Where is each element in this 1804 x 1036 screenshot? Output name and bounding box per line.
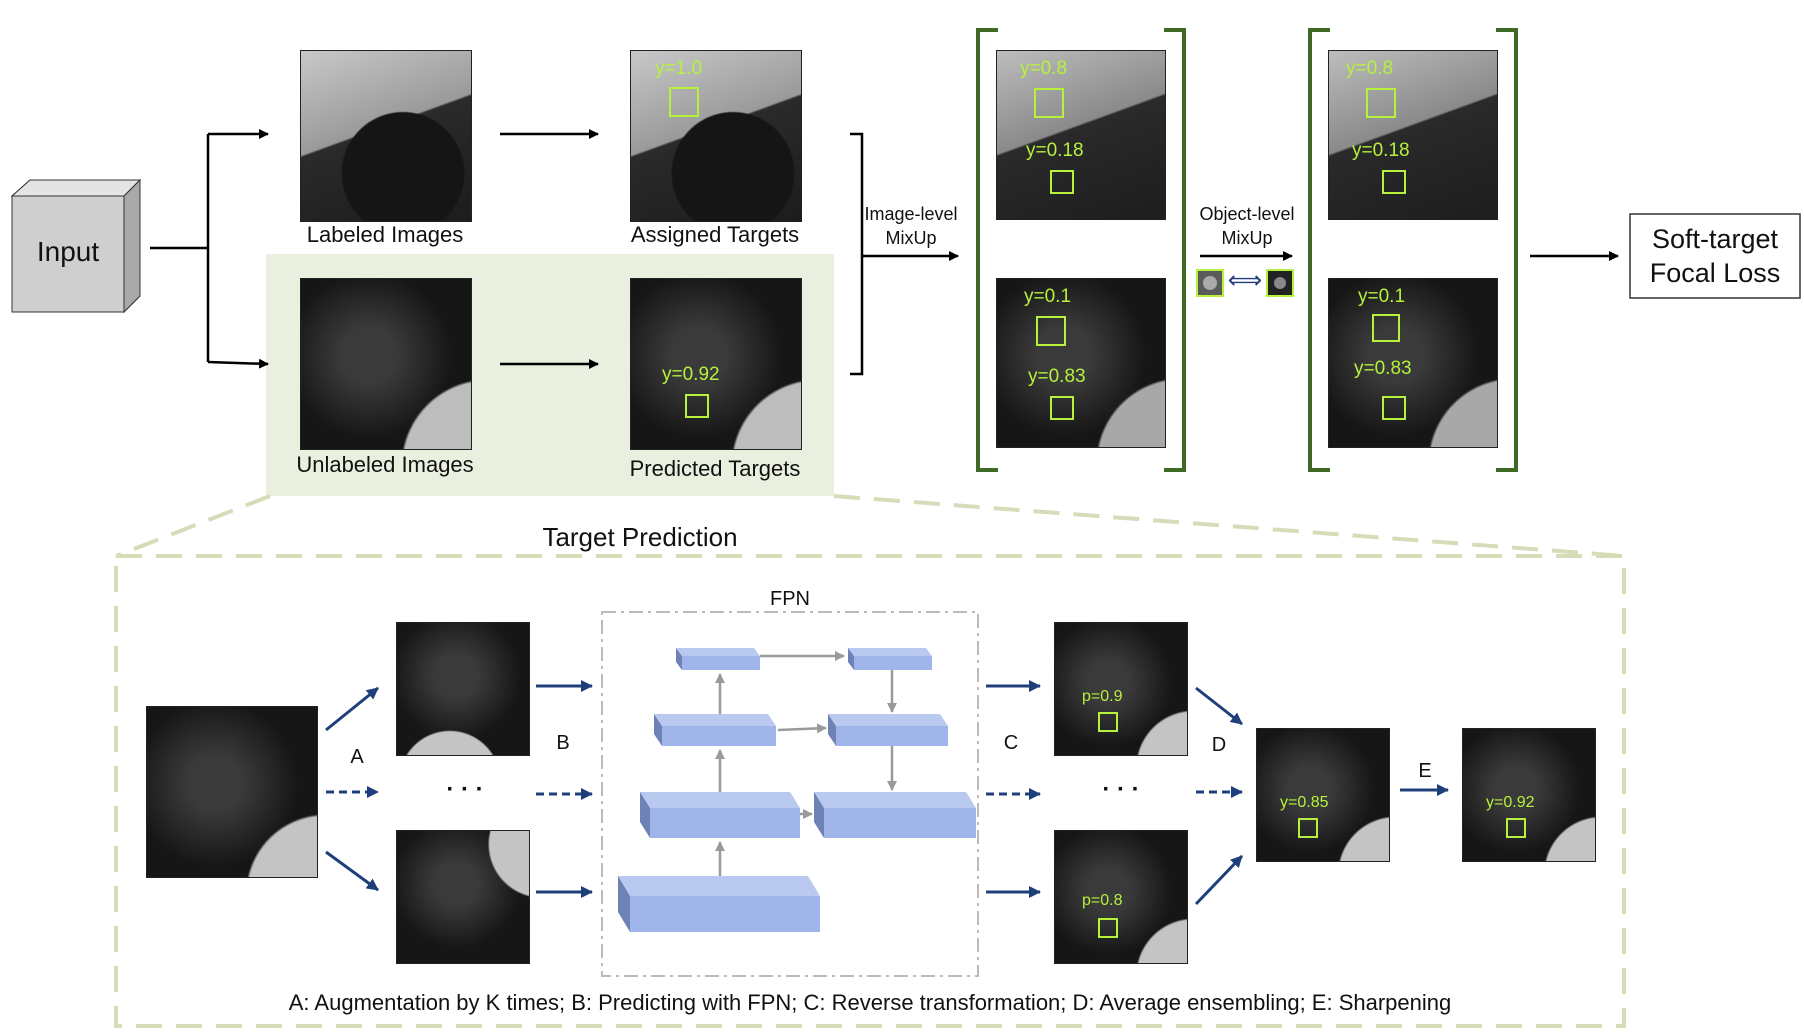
mixup1-image-bottom — [996, 278, 1166, 448]
mixup-bracket-1 — [976, 28, 1186, 472]
averaged-label: y=0.85 — [1280, 794, 1329, 811]
step-d-label: D — [1211, 734, 1227, 756]
mixup1-bottom-label-b: y=0.83 — [1028, 366, 1086, 387]
assigned-target-image — [630, 50, 802, 222]
image-level-mixup-label: Image-level MixUp — [852, 202, 970, 250]
object-level-mixup-line1: Object-level — [1199, 204, 1295, 224]
ellipsis-reverse: · · · — [1102, 776, 1140, 803]
fpn-blocks — [618, 648, 976, 932]
labeled-images-label: Labeled Images — [306, 222, 464, 247]
loss-label: Soft-target Focal Loss — [1630, 222, 1800, 290]
reverse-image-bottom — [1054, 830, 1188, 964]
target-prediction-title: Target Prediction — [542, 522, 738, 552]
assigned-targets-label: Assigned Targets — [630, 222, 800, 247]
unlabeled-image — [300, 278, 472, 450]
image-level-mixup-line1: Image-level — [864, 204, 958, 224]
object-level-mixup-line2: MixUp — [1221, 228, 1273, 248]
fpn-block-bottom — [618, 876, 820, 932]
mixup2-image-top — [1328, 50, 1498, 220]
unlabeled-images-label: Unlabeled Images — [296, 452, 474, 477]
sharpened-label: y=0.92 — [1486, 794, 1535, 811]
fpn-block-mid-right — [828, 714, 948, 746]
predicted-target-label: y=0.92 — [662, 364, 720, 385]
mixup1-bottom-label-a: y=0.1 — [1024, 286, 1072, 307]
reverse-bottom-label: p=0.8 — [1082, 892, 1123, 909]
step-b-label: B — [556, 732, 570, 754]
augmented-image-top — [396, 622, 530, 756]
object-level-mixup-label: Object-level MixUp — [1188, 202, 1306, 250]
fpn-block-low-left — [640, 792, 800, 838]
mixup1-bottom-box-b — [1050, 396, 1074, 420]
fpn-label: FPN — [770, 588, 810, 610]
mixup2-bottom-label-b: y=0.83 — [1354, 358, 1412, 379]
swap-symbol: ⟺ — [1227, 267, 1263, 294]
mixup1-top-label-b: y=0.18 — [1026, 140, 1084, 161]
mixup2-bottom-box-a — [1372, 314, 1400, 342]
loss-box — [1629, 213, 1801, 299]
fpn-block-top-right — [848, 648, 932, 670]
mixup1-top-box-b — [1050, 170, 1074, 194]
fpn-block-mid-left — [654, 714, 776, 746]
image-level-mixup-line2: MixUp — [885, 228, 937, 248]
fpn-block-low-right — [814, 792, 976, 838]
loss-line2: Focal Loss — [1649, 258, 1781, 288]
augmented-image-bottom — [396, 830, 530, 964]
input-cube — [10, 178, 142, 314]
mixup1-image-top — [996, 50, 1166, 220]
sharpened-image — [1462, 728, 1596, 862]
input-label: Input — [36, 236, 100, 267]
assigned-target-label: y=1.0 — [655, 58, 703, 79]
mixup2-top-box-a — [1366, 88, 1396, 118]
mixup2-image-bottom — [1328, 278, 1498, 448]
predicted-target-box — [685, 394, 709, 418]
mixup1-bottom-box-a — [1036, 316, 1066, 346]
assigned-target-box — [669, 87, 699, 117]
ellipsis-augmented: · · · — [446, 776, 484, 803]
input-branch-arrows — [150, 129, 269, 369]
reverse-top-box — [1098, 712, 1118, 732]
predicted-targets-label: Predicted Targets — [629, 456, 801, 481]
step-c-label: C — [1003, 732, 1019, 754]
mixup2-bottom-label-a: y=0.1 — [1358, 286, 1406, 307]
fpn-arrows — [715, 651, 897, 876]
predicted-target-image — [630, 278, 802, 450]
reverse-bottom-box — [1098, 918, 1118, 938]
sharpened-box — [1506, 818, 1526, 838]
loss-line1: Soft-target — [1651, 224, 1779, 254]
blue-arrows — [325, 680, 1449, 906]
pipeline-caption: A: Augmentation by K times; B: Predictin… — [288, 990, 1452, 1015]
step-e-label: E — [1418, 760, 1432, 782]
reverse-image-top — [1054, 622, 1188, 756]
target-prediction-frame — [114, 494, 1626, 1028]
fpn-block-top-left — [676, 648, 760, 670]
averaged-box — [1298, 818, 1318, 838]
reverse-top-label: p=0.9 — [1082, 688, 1123, 705]
step-a-label: A — [350, 746, 364, 768]
mixup2-top-label-a: y=0.8 — [1346, 58, 1394, 79]
source-image — [146, 706, 318, 878]
mixup2-top-label-b: y=0.18 — [1352, 140, 1410, 161]
mixup1-top-box-a — [1034, 88, 1064, 118]
mixup2-bottom-box-b — [1382, 396, 1406, 420]
averaged-image — [1256, 728, 1390, 862]
mixup-bracket-2 — [1308, 28, 1518, 472]
mixup2-top-box-b — [1382, 170, 1406, 194]
labeled-image — [300, 50, 472, 222]
mixup1-top-label-a: y=0.8 — [1020, 58, 1068, 79]
targets-merge-bracket — [850, 132, 864, 376]
fpn-box — [601, 611, 979, 977]
